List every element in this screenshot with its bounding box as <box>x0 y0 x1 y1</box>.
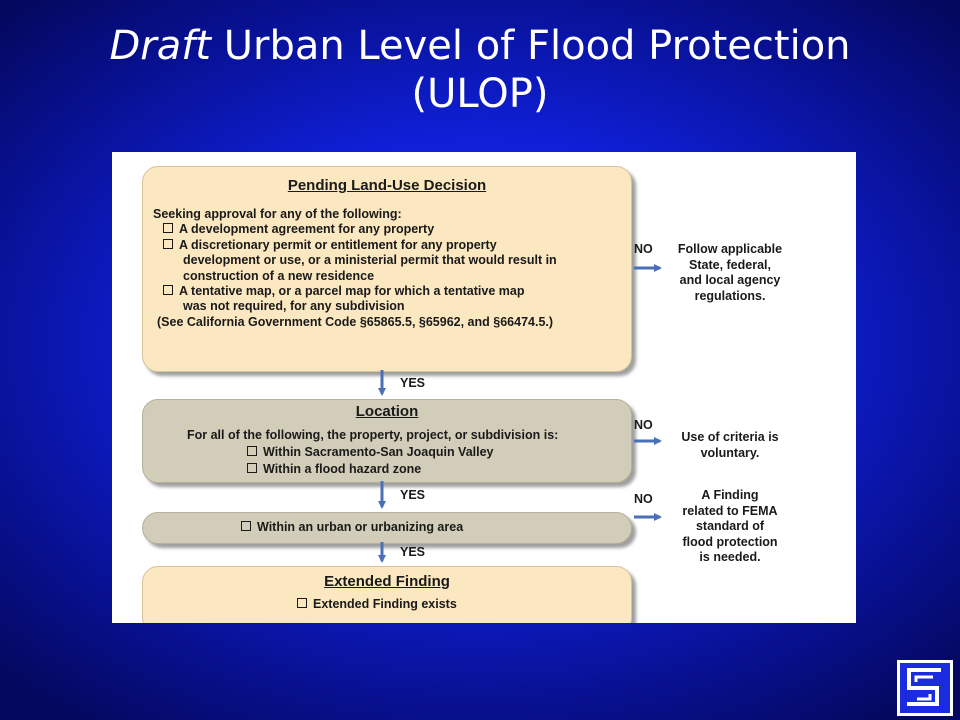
flowchart-panel: Pending Land-Use Decision Seeking approv… <box>112 152 856 623</box>
checklist-item: Extended Finding exists <box>297 597 457 612</box>
location-box: Location For all of the following, the p… <box>142 399 632 483</box>
checklist-item-continued: construction of a new residence <box>183 268 375 283</box>
checklist-item-continued: was not required, for any subdivision <box>183 299 405 314</box>
title-line-1: Draft Urban Level of Flood Protection <box>0 22 960 70</box>
checklist-item: Within an urban or urbanizing area <box>241 520 463 535</box>
yes-label: YES <box>400 376 426 390</box>
checklist-item-continued: development or use, or a ministerial per… <box>183 253 557 268</box>
location-title: Location <box>355 403 419 420</box>
outcome-fema-finding: A Finding related to FEMA standard of fl… <box>682 488 778 564</box>
yes-label: YES <box>400 488 426 502</box>
no-label: NO <box>634 492 653 506</box>
pending-land-use-box: Pending Land-Use Decision Seeking approv… <box>142 166 632 372</box>
checkbox-icon <box>247 446 257 456</box>
checkbox-icon <box>163 285 173 296</box>
box1-intro: Seeking approval for any of the followin… <box>153 207 402 221</box>
extended-finding-box: Extended Finding Extended Finding exists <box>142 566 632 623</box>
urban-area-box: Within an urban or urbanizing area <box>142 512 632 544</box>
extended-finding-title: Extended Finding <box>324 573 450 590</box>
box1-footnote: (See California Government Code §65865.5… <box>157 314 554 329</box>
checkbox-icon <box>297 598 307 608</box>
checklist-item: A development agreement for any property <box>153 222 557 237</box>
box2-intro: For all of the following, the property, … <box>187 428 559 442</box>
yes-label: YES <box>400 545 426 559</box>
slide-title: Draft Urban Level of Flood Protection (U… <box>0 22 960 118</box>
flow-arrows <box>378 264 662 563</box>
no-label: NO <box>634 242 653 256</box>
outcome-follow-regulations: Follow applicable State, federal, and lo… <box>677 242 783 303</box>
pending-land-use-title: Pending Land-Use Decision <box>287 177 487 194</box>
checklist-item: A discretionary permit or entitlement fo… <box>153 238 557 253</box>
checklist-item: A tentative map, or a parcel map for whi… <box>153 284 557 299</box>
checkbox-icon <box>163 223 173 234</box>
checkbox-icon <box>241 521 251 531</box>
checkbox-icon <box>247 463 257 473</box>
checkbox-icon <box>163 238 173 249</box>
organization-logo-icon <box>897 660 953 716</box>
title-line-2: (ULOP) <box>411 71 549 117</box>
title-draft-word: Draft <box>109 23 211 69</box>
checklist-item: Within Sacramento-San Joaquin Valley <box>247 445 494 460</box>
no-label: NO <box>634 418 653 432</box>
checklist-item: Within a flood hazard zone <box>247 462 421 477</box>
outcome-criteria-voluntary: Use of criteria is voluntary. <box>681 430 779 460</box>
title-main-text: Urban Level of Flood Protection <box>211 23 851 69</box>
